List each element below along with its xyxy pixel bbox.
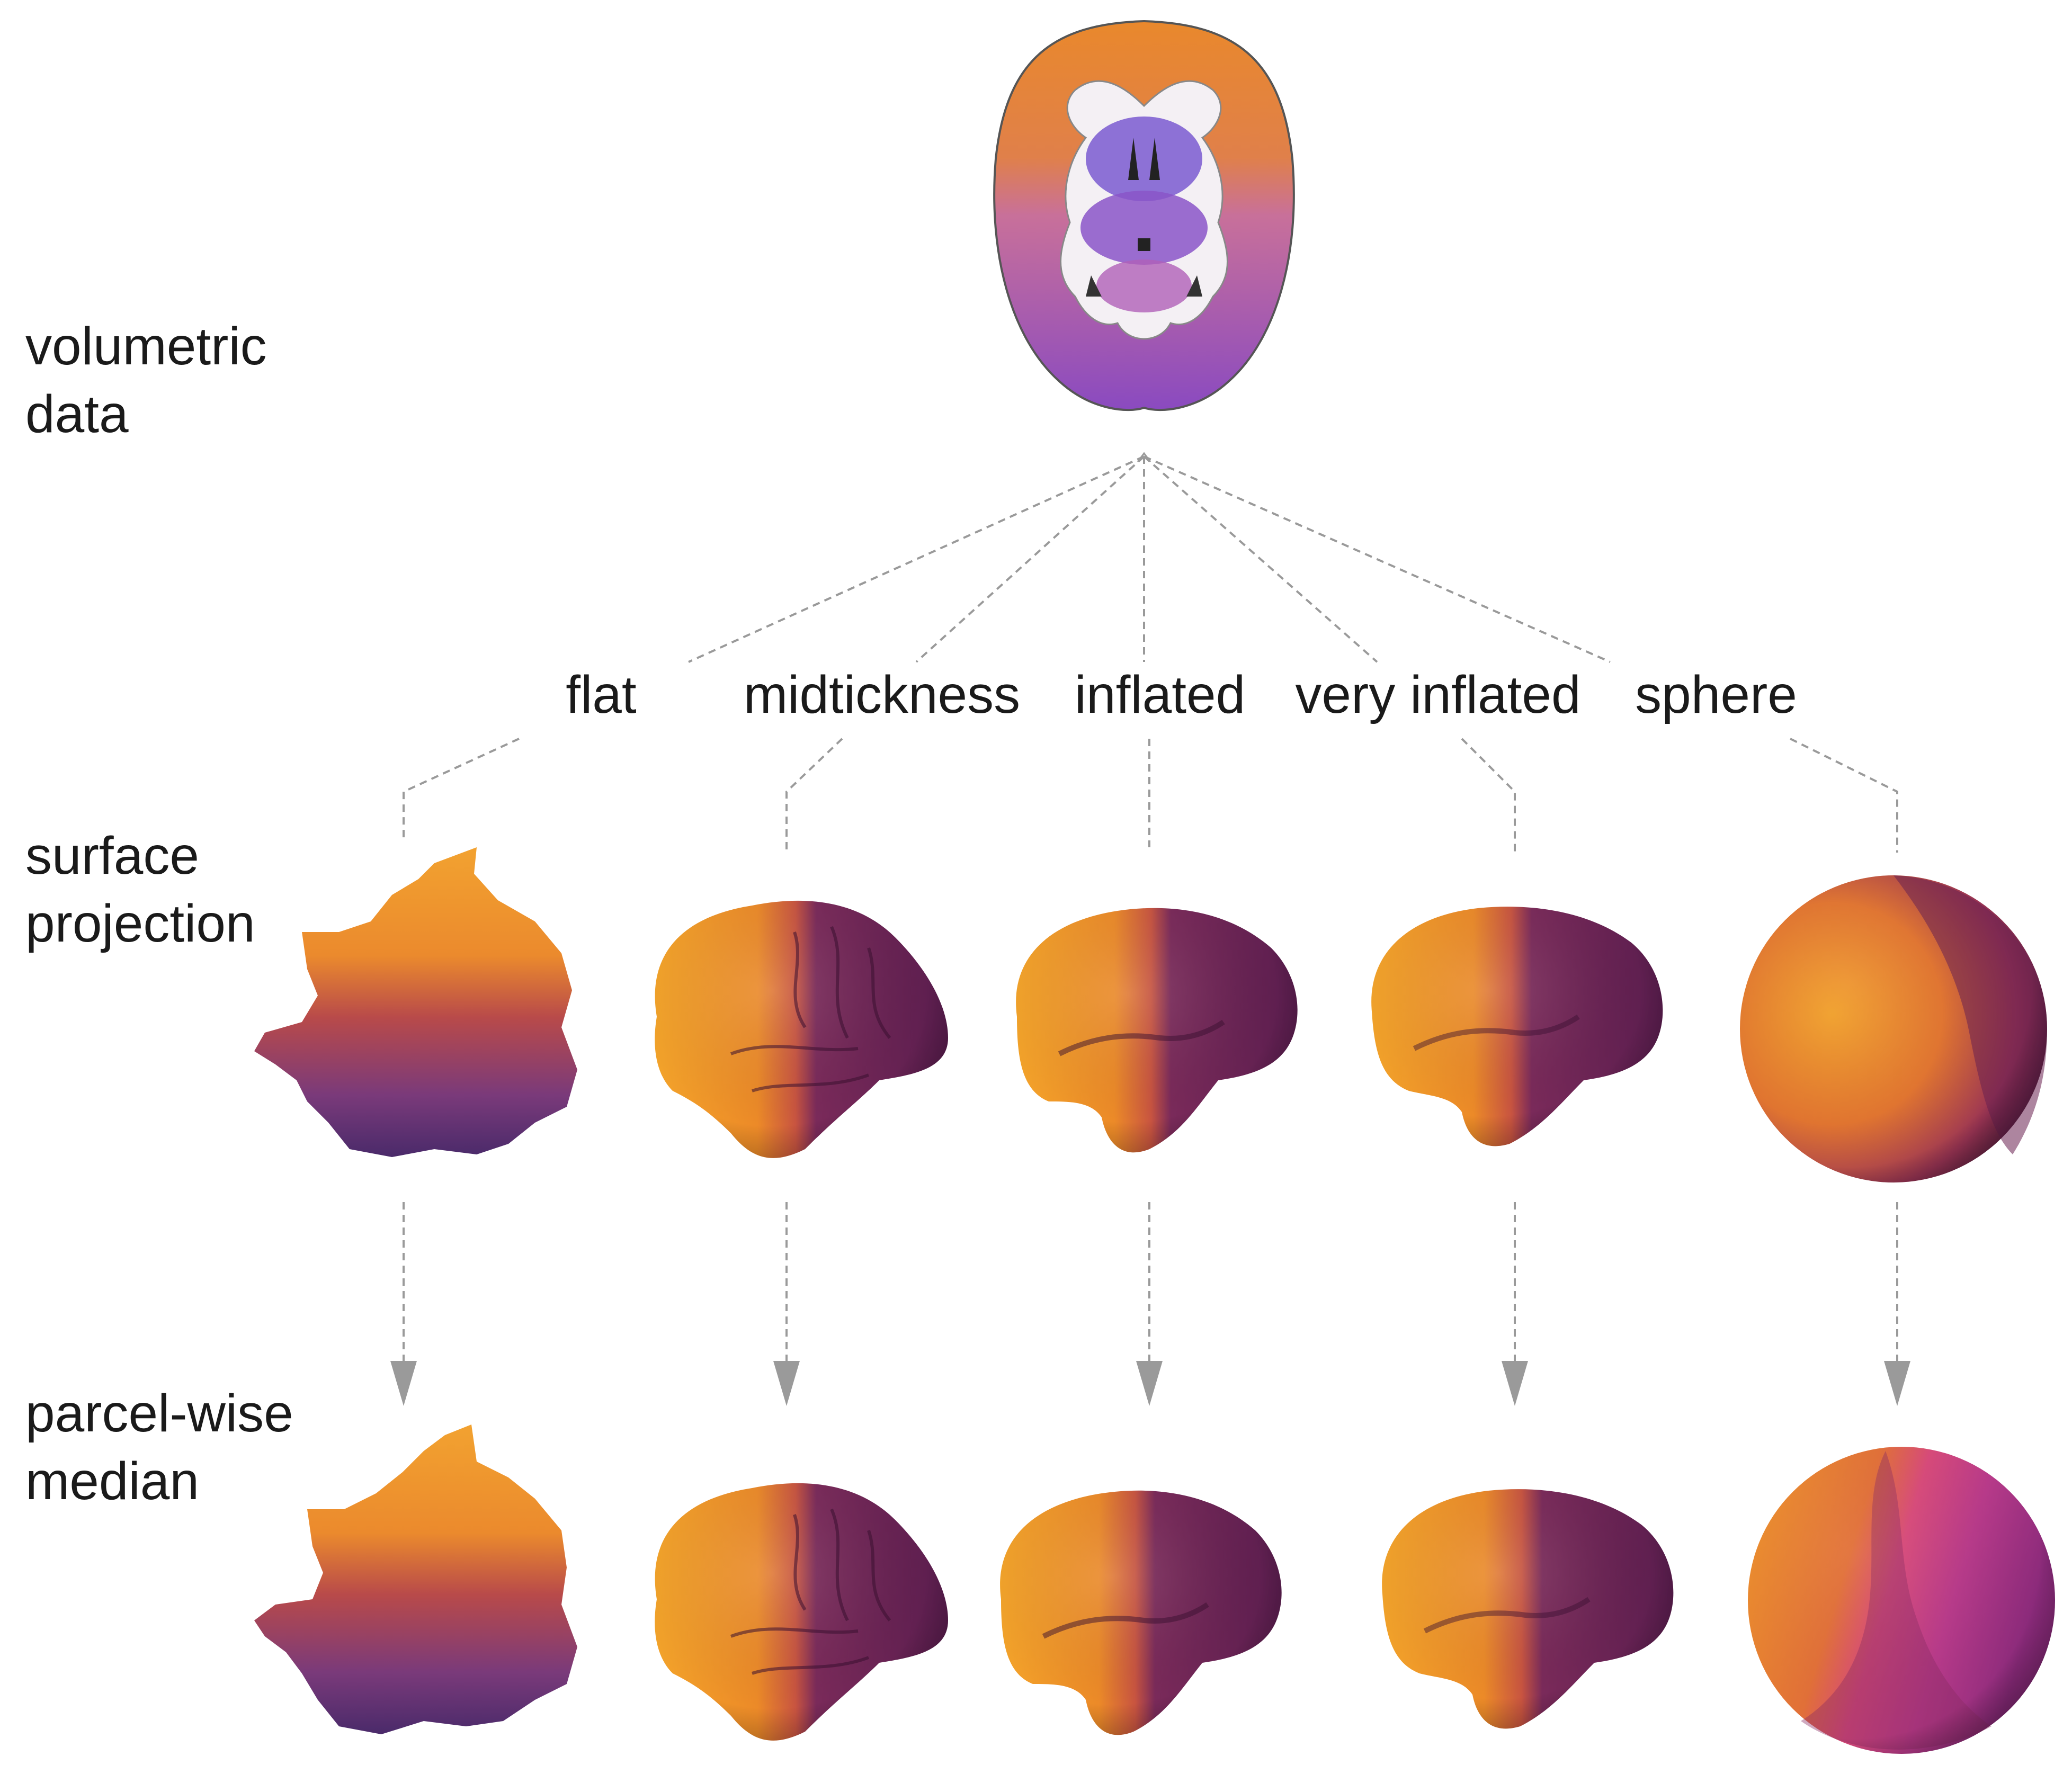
flat-map-surface — [254, 847, 577, 1157]
down-arrows — [390, 1202, 1910, 1406]
connector-lines — [403, 455, 1898, 853]
row-label-line: surface — [25, 826, 199, 885]
row-label-line: parcel-wise — [25, 1384, 293, 1443]
row-label-line: projection — [25, 894, 255, 953]
column-label-sphere: sphere — [1635, 665, 1797, 724]
column-label-inflated: inflated — [1074, 665, 1246, 724]
volumetric-slice-image — [993, 20, 1295, 411]
midthickness-parcellated — [655, 1483, 948, 1741]
column-label-flat: flat — [566, 665, 637, 724]
row-label-line: volumetric — [25, 317, 267, 376]
arrow-head — [1136, 1361, 1163, 1406]
row-label-line: data — [25, 384, 129, 444]
inflated-parcellated — [1000, 1490, 1282, 1735]
sphere-parcellated — [1748, 1447, 2055, 1754]
very-inflated-parcellated — [1382, 1489, 1674, 1729]
sphere-surface — [1740, 875, 2047, 1182]
arrow-head — [390, 1361, 417, 1406]
very-inflated-surface — [1371, 907, 1663, 1146]
column-label-midtickness: midtickness — [743, 665, 1021, 724]
arrow-tip-up — [1137, 452, 1151, 462]
row-label-parcel-wise-median: parcel-wise median — [25, 1379, 293, 1515]
arrow-head — [773, 1361, 800, 1406]
row-label-line: median — [25, 1452, 199, 1511]
midthickness-surface — [655, 900, 948, 1158]
flat-map-parcellated — [254, 1424, 577, 1734]
row-label-surface-projection: surface projection — [25, 822, 255, 957]
row-label-volumetric-data: volumetric data — [25, 312, 267, 448]
arrow-head — [1884, 1361, 1910, 1406]
arrow-head — [1502, 1361, 1528, 1406]
inflated-surface — [1016, 908, 1298, 1153]
column-label-very-inflated: very inflated — [1295, 665, 1581, 724]
